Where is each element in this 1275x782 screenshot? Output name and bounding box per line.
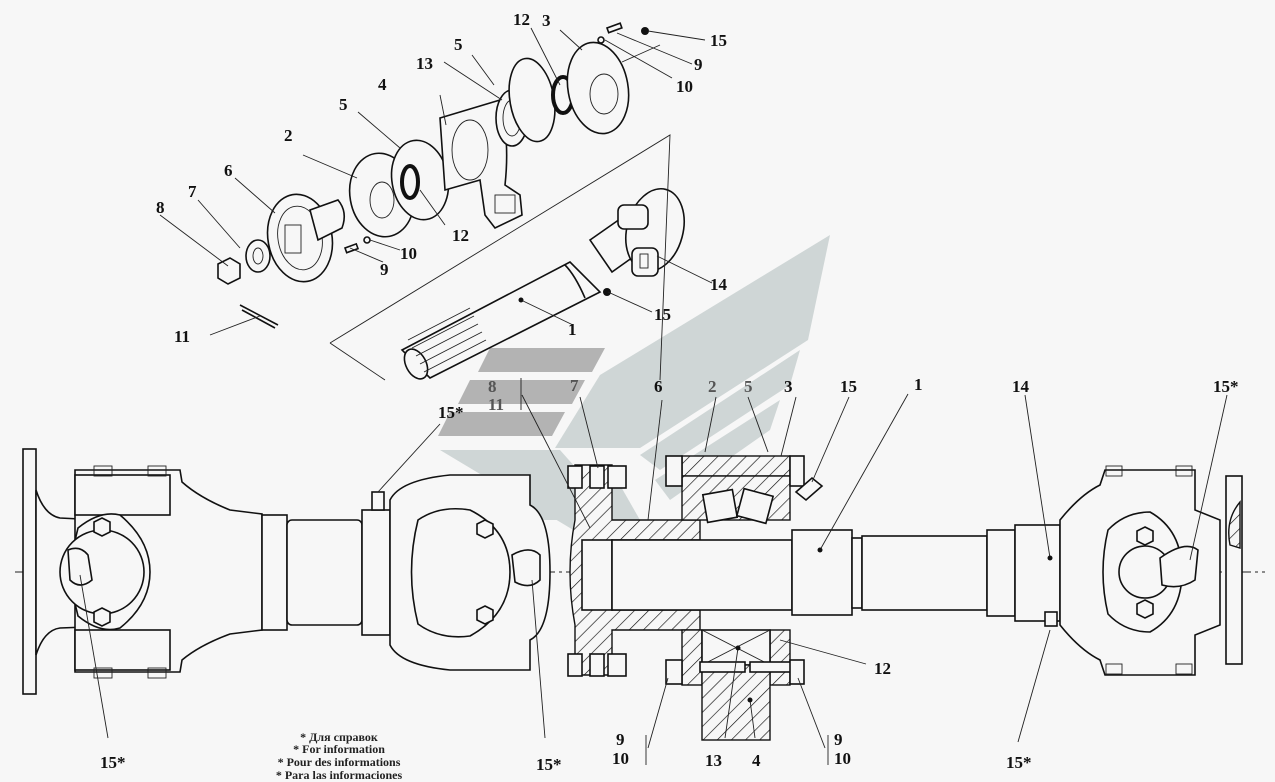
footnote-french: * Pour des informations [278,755,401,769]
label-exploded-11: 11 [174,327,190,346]
label-exploded-10-bottom: 10 [400,244,417,263]
label-section-4: 4 [752,751,761,770]
cover-part-3 [566,41,630,135]
leader-lines [79,27,1228,765]
section-view [15,448,1265,741]
label-exploded-14: 14 [710,275,728,294]
washer-part-7 [245,239,271,273]
label-section-3: 3 [784,377,793,396]
label-section-7: 7 [570,376,579,395]
label-section-10-left: 10 [612,749,629,768]
support-foot-part-4 [701,664,771,741]
label-section-6: 6 [654,377,663,396]
left-flange [22,448,37,695]
label-exploded-1: 1 [568,320,577,339]
section-labels: 8 11 7 6 2 5 3 15 1 14 15* 15* 15* 15* 1… [100,375,1239,774]
intermediate-support-section [567,455,824,741]
nut-part-8 [217,257,241,285]
label-exploded-12-bottom: 12 [452,226,469,245]
label-section-12: 12 [874,659,891,678]
footnote-spanish: * Para las informaciones [276,768,403,782]
label-section-10-right: 10 [834,749,851,768]
label-section-1: 1 [914,375,923,394]
label-section-15-star-bottom-right: 15* [1006,753,1032,772]
footnote-russian: * Для справок [300,730,378,744]
label-section-8: 8 [488,377,497,396]
label-exploded-10-top: 10 [676,77,693,96]
label-exploded-15-bottom: 15 [654,305,671,324]
label-exploded-9-top: 9 [694,55,703,74]
label-exploded-2: 2 [284,126,293,145]
exploded-view [217,22,685,381]
label-exploded-3: 3 [542,11,551,30]
label-exploded-13: 13 [416,54,433,73]
exploded-labels: 1 2 3 4 5 5 6 7 8 9 9 10 10 11 12 12 13 … [156,10,728,346]
label-section-15: 15 [840,377,857,396]
label-section-14: 14 [1012,377,1030,396]
label-section-15-star-top-left: 15* [438,403,464,422]
label-section-2: 2 [708,377,717,396]
label-section-11: 11 [488,395,504,414]
label-exploded-7: 7 [188,182,197,201]
footnote: * Для справок * For information * Pour d… [276,730,403,782]
label-section-9-right: 9 [834,730,843,749]
label-section-15-star-bottom-mid: 15* [536,755,562,774]
flange-part-6 [266,193,346,283]
seal-part-12-lower [400,164,420,200]
label-section-13: 13 [705,751,722,770]
cotter-pin-part-11 [239,304,279,329]
label-exploded-5-upper: 5 [454,35,463,54]
label-section-15-star-top-right: 15* [1213,377,1239,396]
label-section-5: 5 [744,377,753,396]
label-exploded-8: 8 [156,198,165,217]
yoke-part-14 [617,187,685,277]
label-section-9-left: 9 [616,730,625,749]
footnote-english: * For information [293,742,385,756]
label-exploded-15-top: 15 [710,31,727,50]
label-section-15-star-bottom-left: 15* [100,753,126,772]
label-exploded-5-lower: 5 [339,95,348,114]
label-exploded-9-bottom: 9 [380,260,389,279]
label-exploded-4: 4 [378,75,387,94]
label-exploded-12-top: 12 [513,10,530,29]
label-exploded-6: 6 [224,161,233,180]
